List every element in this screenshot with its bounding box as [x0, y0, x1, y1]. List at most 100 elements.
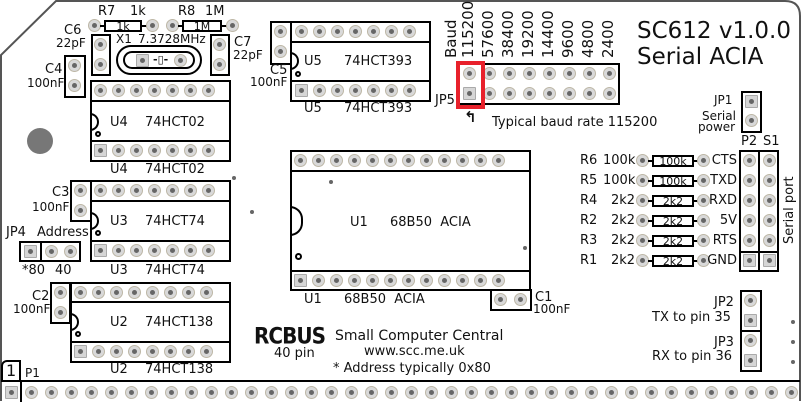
- u2-bottom-pins: [74, 345, 213, 358]
- jp4-pad: [64, 245, 77, 258]
- s1-pad: [763, 234, 776, 247]
- c5-ref: C5: [270, 63, 288, 78]
- baud-rate-label: 2400: [599, 19, 617, 58]
- p2-ref: P2: [741, 134, 758, 149]
- resistor-body: 2k2: [652, 235, 694, 247]
- p1-pin: [745, 386, 758, 399]
- jp3-outline[interactable]: [740, 330, 762, 372]
- p1-pin: [25, 386, 38, 399]
- jp5-top-pins[interactable]: [463, 67, 616, 80]
- signal-label: 5V: [719, 213, 737, 228]
- p1-pin: [65, 386, 78, 399]
- jp3-pad: [744, 354, 757, 367]
- resistor-value: 100k: [603, 153, 636, 168]
- u1-pin1-dot: [295, 253, 302, 260]
- resistor-pad: [697, 194, 710, 207]
- via: [250, 210, 254, 214]
- baud-labels: Baud 115200 57600 38400 19200 14400 9600…: [440, 0, 620, 60]
- baud-note: Typical baud rate 115200: [492, 115, 658, 130]
- c6-value: 22pF: [56, 36, 86, 50]
- x1-ref: X1: [116, 32, 132, 46]
- resistor-value: 100k: [603, 173, 636, 188]
- resistor-body: 2k2: [652, 195, 694, 207]
- u2-top-pins: [74, 286, 213, 299]
- resistor-lead: [648, 260, 653, 262]
- c3-pad: [74, 184, 87, 197]
- via: [791, 340, 795, 344]
- p1-pin: [345, 386, 358, 399]
- signal-label: TXD: [710, 173, 737, 188]
- jp1-outline[interactable]: [741, 91, 762, 133]
- p1-pin: [245, 386, 258, 399]
- x1-pad: [136, 54, 149, 67]
- p1-pin: [405, 386, 418, 399]
- c2-value: 100nF: [13, 302, 51, 316]
- resistor-pad: [697, 214, 710, 227]
- u4-silk-part: 74HCT02: [145, 162, 205, 177]
- resistor-lead: [648, 220, 653, 222]
- p1-pin: [545, 386, 558, 399]
- c4-value: 100nF: [27, 76, 65, 90]
- c4-outline: [64, 55, 86, 98]
- p1-pin: [45, 386, 58, 399]
- p1-pin: [5, 386, 18, 399]
- u1-silk-ref: U1: [304, 292, 322, 307]
- u4-part: 74HCT02: [145, 115, 205, 130]
- p1-pin: [725, 386, 738, 399]
- u2-ref: U2: [110, 315, 128, 330]
- jp5-bottom-pins[interactable]: [463, 87, 616, 100]
- u1-ref: U1: [350, 215, 368, 230]
- s1-pad: [763, 214, 776, 227]
- via: [791, 360, 795, 364]
- u3-ref: U3: [110, 214, 128, 229]
- r8-pad: [166, 19, 179, 32]
- via: [329, 180, 333, 184]
- baud-rate-label: 19200: [519, 10, 537, 58]
- p1-pin: [325, 386, 338, 399]
- c1-outline: [490, 289, 532, 311]
- resistor-body: 100k: [652, 175, 694, 187]
- p1-pin: [565, 386, 578, 399]
- resistor-body: 100k: [652, 155, 694, 167]
- jp5-ref: JP5: [435, 93, 455, 108]
- crystal-x1: [116, 45, 202, 75]
- p1-pin: [185, 386, 198, 399]
- u2-silk-part: 74HCT138: [145, 362, 214, 377]
- resistor-lead: [693, 260, 698, 262]
- u3-silk-part: 74HCT74: [145, 263, 205, 278]
- jp2-ref: JP2: [714, 295, 734, 310]
- u4-ref: U4: [110, 115, 128, 130]
- p1-ref: P1: [25, 366, 40, 380]
- resistor-lead: [693, 180, 698, 182]
- resistor-ref: R3: [580, 233, 598, 248]
- u5-silk-part: 74HCT393: [344, 101, 413, 116]
- u3-pin1-dot: [95, 230, 101, 236]
- u4-bottom-pins: [94, 144, 215, 157]
- c7-ref: C7: [234, 35, 252, 50]
- resistor-ref: R5: [580, 173, 598, 188]
- p2-pad: [743, 194, 756, 207]
- baud-header: Baud: [442, 19, 460, 58]
- r8-value: 1M: [205, 4, 225, 19]
- u1-bottom-pins: [294, 274, 505, 287]
- jp1-ref: JP1: [714, 93, 733, 107]
- c7-pad: [213, 38, 226, 51]
- p1-pin: [525, 386, 538, 399]
- p1-pin: [685, 386, 698, 399]
- u5-top-pins: [295, 25, 416, 38]
- p2-pad: [743, 154, 756, 167]
- p2-pad: [743, 174, 756, 187]
- p1-pin: [125, 386, 138, 399]
- jp4-ref: JP4: [6, 225, 26, 240]
- c3-ref: C3: [52, 185, 70, 200]
- c4-ref: C4: [45, 62, 63, 77]
- jp4-outline[interactable]: [19, 241, 81, 262]
- arrow-up-icon: ↰: [464, 108, 477, 126]
- signal-label: RXD: [709, 193, 737, 208]
- jp1-label: power: [698, 120, 736, 134]
- jp1-pad: [745, 114, 758, 127]
- via: [232, 176, 236, 180]
- c7-pad: [213, 58, 226, 71]
- p1-pin: [145, 386, 158, 399]
- c6-outline: [91, 34, 111, 76]
